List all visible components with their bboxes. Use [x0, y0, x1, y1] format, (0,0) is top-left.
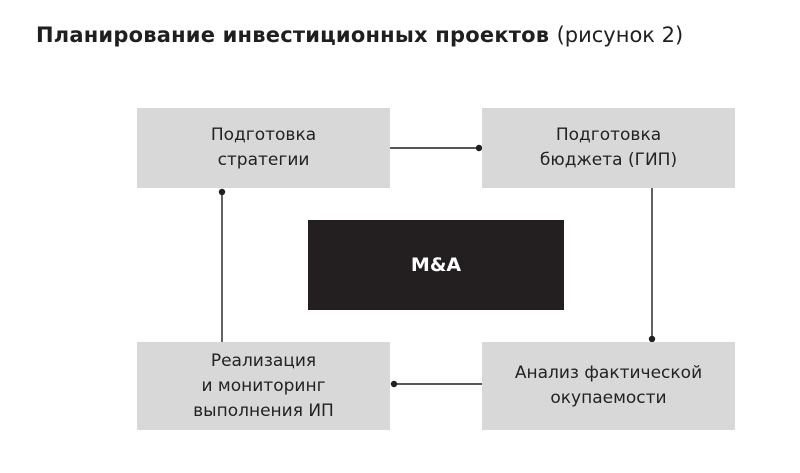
- title-main: Планирование инвестиционных проектов: [36, 23, 550, 47]
- title-suffix: (рисунок 2): [556, 23, 684, 47]
- node-center: M&A: [308, 220, 564, 310]
- page-title: Планирование инвестиционных проектов (ри…: [36, 20, 683, 50]
- node-implementation: Реализация и мониторинг выполнения ИП: [137, 342, 390, 430]
- node-strategy: Подготовка стратегии: [137, 108, 390, 188]
- edge-strategy-budget-dot: [475, 144, 483, 152]
- node-budget-label: Подготовка бюджета (ГИП): [539, 125, 678, 170]
- node-budget: Подготовка бюджета (ГИП): [482, 108, 735, 188]
- node-center-label: M&A: [410, 254, 462, 276]
- edge-budget-analysis-dot: [648, 335, 656, 343]
- node-analysis-label: Анализ фактической окупаемости: [514, 363, 703, 408]
- edge-analysis-implementation-dot: [390, 380, 398, 388]
- edge-implementation-strategy-dot: [218, 188, 226, 196]
- node-strategy-label: Подготовка стратегии: [210, 125, 317, 170]
- node-analysis: Анализ фактической окупаемости: [482, 342, 735, 430]
- node-implementation-label: Реализация и мониторинг выполнения ИП: [193, 350, 334, 421]
